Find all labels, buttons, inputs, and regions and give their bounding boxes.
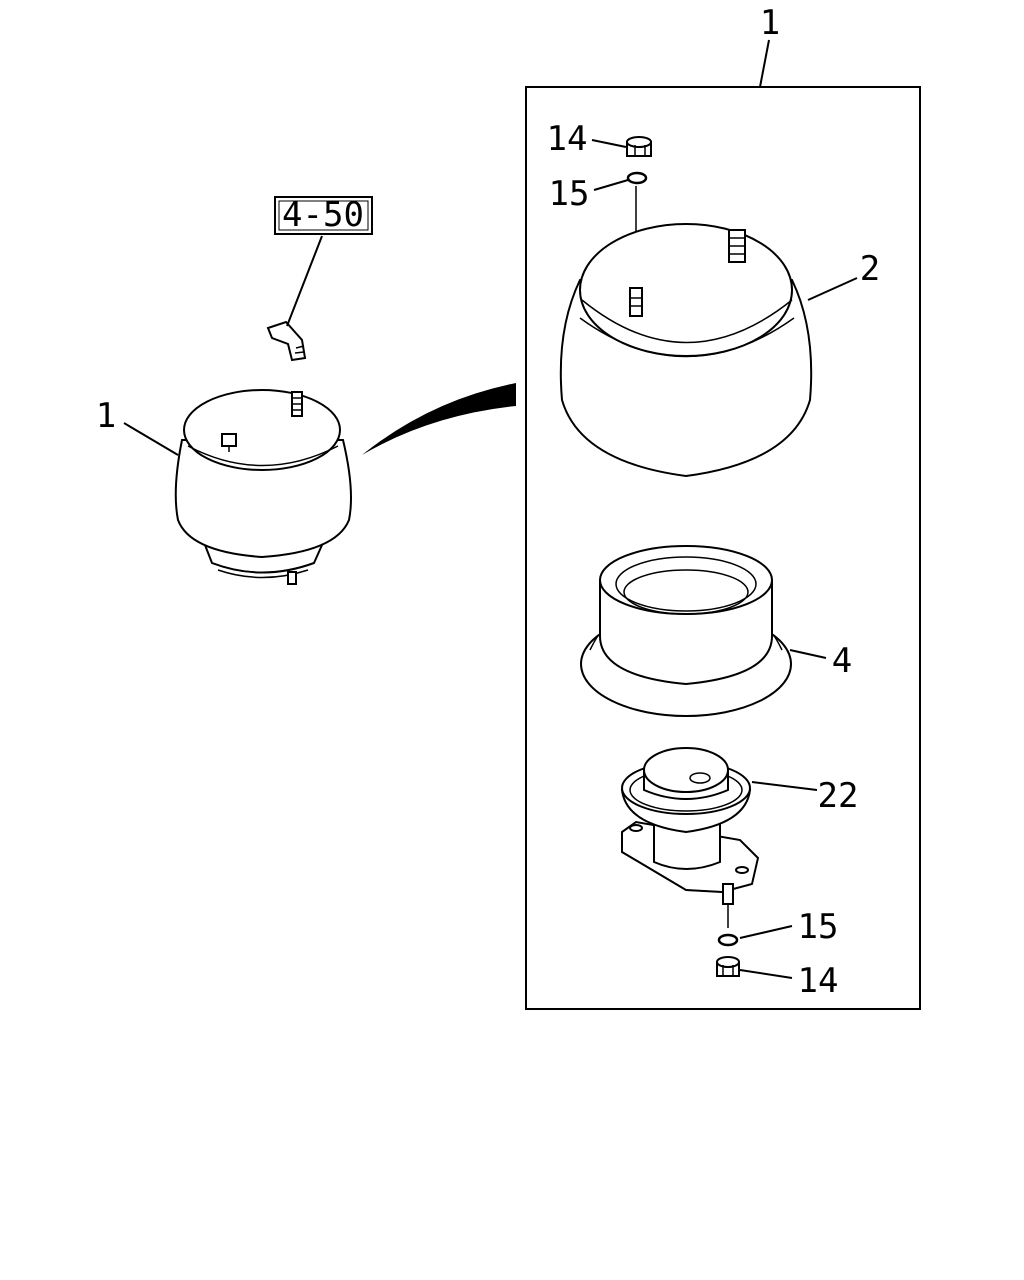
washer-bottom [717,933,739,947]
leader-nut-bottom [739,969,793,979]
callout-nut-top: 14 [547,119,588,159]
leader-washer-bottom [739,925,793,939]
nut-bottom [716,956,740,977]
leader-assembly-top [759,39,770,88]
detail-pointer [362,383,516,455]
callout-piston: 22 [818,776,859,816]
retainer-ring [580,545,792,717]
callout-ring: 4 [832,641,852,681]
reference-label: 4-50 [282,195,364,235]
callout-washer-bottom: 15 [798,907,839,947]
callout-assembly-left: 1 [96,396,116,436]
elbow-fitting [266,320,307,362]
washer-top [626,171,648,185]
leader-assembly-left [123,422,179,456]
callout-washer-top: 15 [549,174,590,214]
air-spring-assembly [174,389,352,585]
callout-assembly-top: 1 [760,3,780,43]
bellows [559,223,813,478]
leader-ref [286,235,323,327]
leader-washer-top [593,179,629,191]
leader-piston [751,781,818,791]
piston [620,747,760,928]
reference-box: 4-50 [274,195,373,235]
leader-ring [789,649,827,659]
callout-bellows: 2 [860,249,880,289]
leader-bellows [807,277,858,301]
leader-nut-top [591,139,627,148]
detail-frame [525,86,921,1010]
nut-top [626,136,652,157]
callout-nut-bottom: 14 [798,961,839,1001]
